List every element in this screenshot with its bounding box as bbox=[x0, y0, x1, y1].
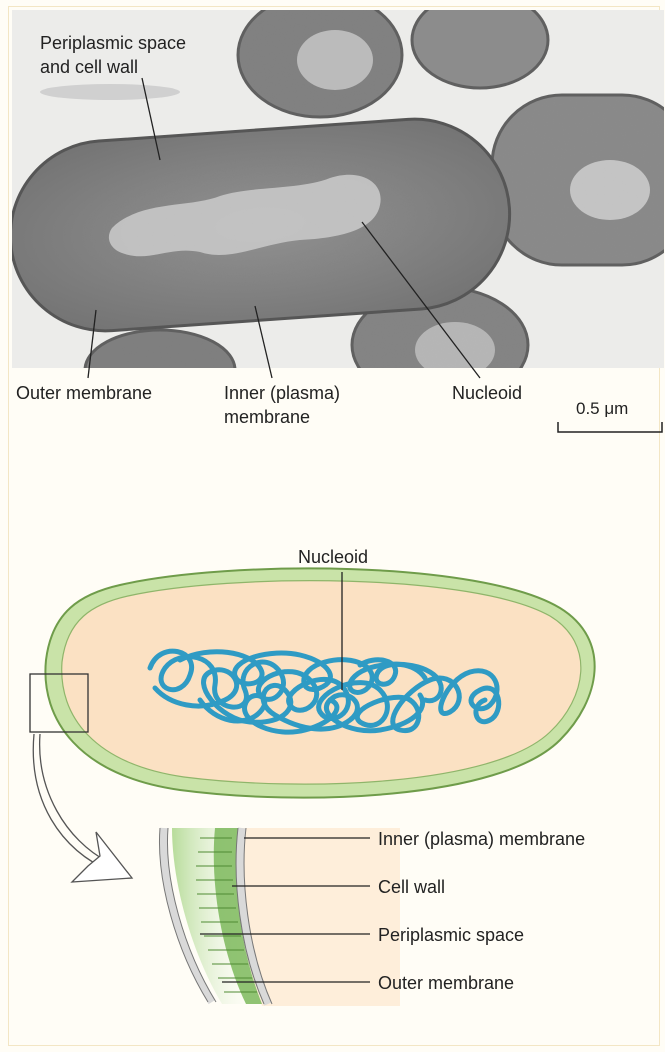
label-periplasmic-space: Periplasmic space bbox=[378, 924, 524, 946]
label-inner-membrane-line1: Inner (plasma) bbox=[224, 382, 340, 404]
label-periplasmic-line2: and cell wall bbox=[40, 56, 138, 78]
label-nucleoid-micrograph: Nucleoid bbox=[452, 382, 522, 404]
scale-bar bbox=[558, 422, 662, 432]
label-cell-wall: Cell wall bbox=[378, 876, 445, 898]
label-nucleoid-diagram: Nucleoid bbox=[298, 546, 368, 568]
cytoplasm bbox=[62, 581, 581, 784]
zoom-arrow bbox=[72, 832, 132, 882]
label-outer-membrane-diagram: Outer membrane bbox=[378, 972, 514, 994]
envelope-detail bbox=[159, 828, 400, 1006]
label-periplasmic-line1: Periplasmic space bbox=[40, 32, 186, 54]
label-inner-membrane-line2: membrane bbox=[224, 406, 310, 428]
label-outer-membrane-micrograph: Outer membrane bbox=[16, 382, 152, 404]
label-inner-membrane-diagram: Inner (plasma) membrane bbox=[378, 828, 585, 850]
label-scale-bar: 0.5 μm bbox=[576, 398, 628, 420]
